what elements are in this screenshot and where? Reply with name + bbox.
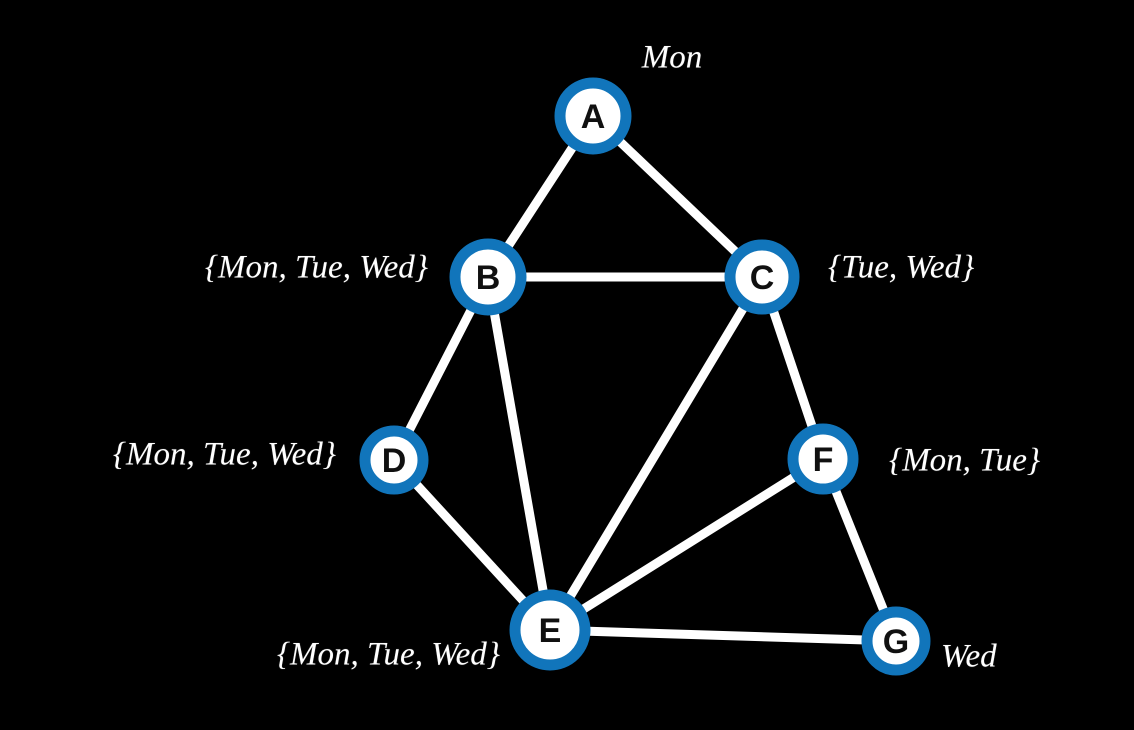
node-circle-f <box>787 423 859 495</box>
graph-node-b[interactable]: B <box>449 238 527 316</box>
node-circle-e <box>509 589 591 671</box>
node-circle-b <box>449 238 527 316</box>
node-letter-c: C <box>750 259 775 297</box>
edge-b-e <box>483 272 555 635</box>
domain-label-c: {Tue, Wed} <box>828 249 975 286</box>
node-letter-d: D <box>382 442 407 480</box>
domain-label-e: {Mon, Tue, Wed} <box>276 636 500 673</box>
graph-node-f[interactable]: F <box>787 423 859 495</box>
node-circle-a <box>554 77 632 155</box>
node-letter-g: G <box>883 623 909 661</box>
graph-node-a[interactable]: A <box>554 77 632 155</box>
edge-a-c <box>588 111 767 282</box>
graph-node-c[interactable]: C <box>724 239 800 315</box>
edges-group <box>389 111 901 646</box>
graph-node-g[interactable]: G <box>861 606 931 676</box>
domain-label-b: {Mon, Tue, Wed} <box>204 249 428 286</box>
graph-node-d[interactable]: D <box>359 425 429 495</box>
node-circle-g <box>861 606 931 676</box>
domain-label-a: Mon <box>641 39 703 76</box>
node-circle-d <box>359 425 429 495</box>
edge-c-e <box>545 272 767 635</box>
edge-e-g <box>545 625 901 646</box>
edge-e-f <box>545 454 828 635</box>
node-letter-e: E <box>539 612 562 650</box>
node-circle-c <box>724 239 800 315</box>
node-letter-a: A <box>581 98 606 136</box>
domain-label-g: Wed <box>941 638 997 675</box>
node-letter-b: B <box>476 259 501 297</box>
node-letter-f: F <box>813 441 834 479</box>
domain-label-d: {Mon, Tue, Wed} <box>112 436 336 473</box>
domain-label-f: {Mon, Tue} <box>889 442 1041 479</box>
nodes-group: A B C D E F G <box>359 77 931 676</box>
graph-node-e[interactable]: E <box>509 589 591 671</box>
